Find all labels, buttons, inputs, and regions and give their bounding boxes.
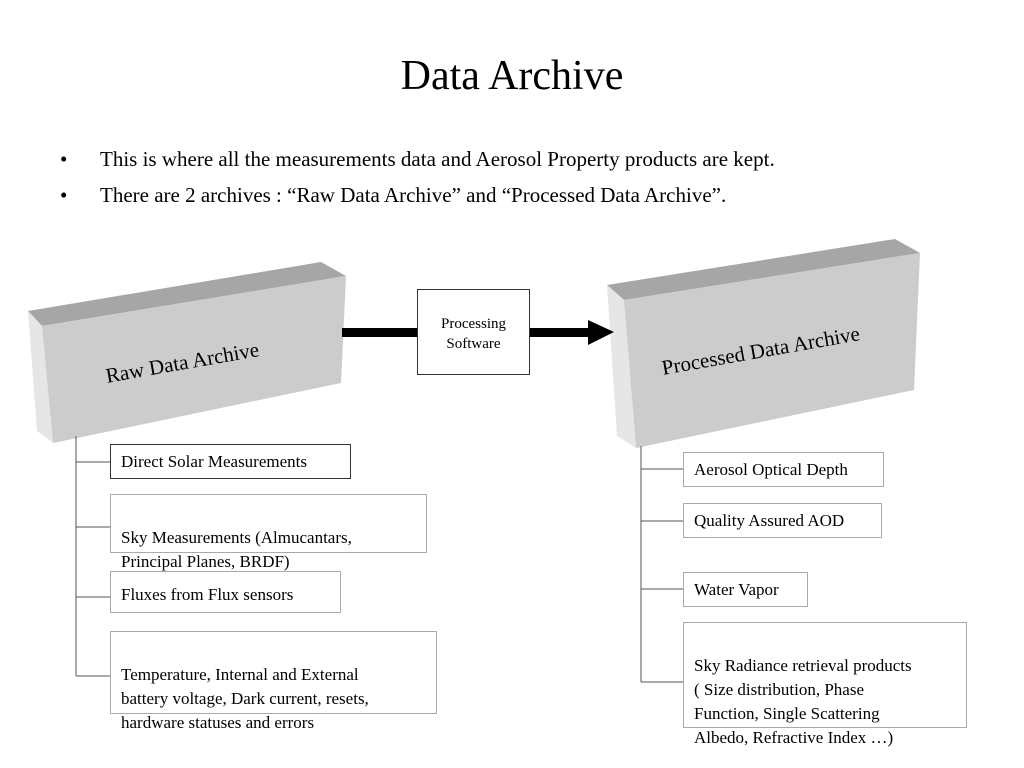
processed-archive-side-face [607, 285, 636, 448]
raw-item-label: Direct Solar Measurements [121, 452, 307, 471]
raw-item-label: Fluxes from Flux sensors [121, 585, 294, 604]
processed-archive-block [607, 239, 920, 448]
bullet-icon: • [60, 147, 68, 171]
raw-archive-side-face [28, 311, 53, 443]
processed-item-label: Water Vapor [694, 580, 779, 599]
processed-archive-front-face [624, 253, 920, 448]
processed-item-label: Aerosol Optical Depth [694, 460, 848, 479]
bullet-item: • This is where all the measurements dat… [60, 144, 1000, 180]
processed-item-label: Sky Radiance retrieval products ( Size d… [694, 656, 912, 747]
processing-software-label: Processing Software [441, 316, 506, 352]
bullet-list: • This is where all the measurements dat… [60, 144, 1000, 216]
raw-item-label: Temperature, Internal and External batte… [121, 665, 369, 732]
raw-connector-tree [75, 436, 110, 677]
raw-item-label: Sky Measurements (Almucantars, Principal… [121, 528, 352, 571]
bullet-text: This is where all the measurements data … [100, 147, 775, 171]
processed-item-sky-radiance: Sky Radiance retrieval products ( Size d… [683, 622, 967, 747]
bullet-item: • There are 2 archives : “Raw Data Archi… [60, 180, 1000, 216]
processed-archive-top-face [607, 239, 920, 300]
raw-archive-block [28, 262, 346, 443]
processed-item-label: Quality Assured AOD [694, 511, 845, 530]
processing-software-box: Processing Software [417, 289, 530, 375]
raw-item-sky-measurements: Sky Measurements (Almucantars, Principal… [110, 494, 427, 571]
raw-archive-front-face [42, 276, 346, 443]
arrow-head-icon [588, 320, 614, 345]
processed-connector-tree [640, 446, 683, 683]
bullet-icon: • [60, 183, 68, 207]
bullet-text: There are 2 archives : “Raw Data Archive… [100, 183, 727, 207]
raw-item-temperature: Temperature, Internal and External batte… [110, 631, 437, 732]
arrow-line-right [529, 328, 591, 337]
processed-item-quality-aod: Quality Assured AOD [683, 503, 882, 538]
arrow-line-left [342, 328, 418, 337]
raw-item-direct-solar: Direct Solar Measurements [110, 444, 351, 479]
processed-item-water-vapor: Water Vapor [683, 572, 808, 607]
page-title: Data Archive [400, 53, 624, 99]
raw-archive-top-face [28, 262, 346, 326]
processed-item-aod: Aerosol Optical Depth [683, 452, 884, 487]
raw-item-fluxes: Fluxes from Flux sensors [110, 571, 341, 613]
